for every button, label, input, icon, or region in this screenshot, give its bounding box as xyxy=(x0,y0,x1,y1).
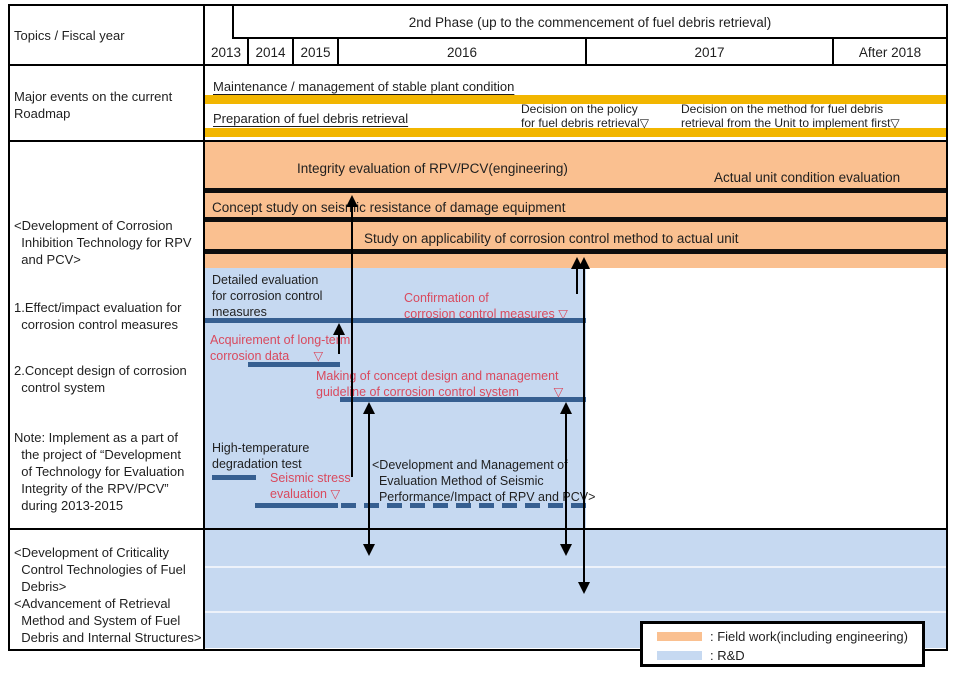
detailed-evaluation-bar xyxy=(205,318,586,323)
arrowhead-up-icon xyxy=(560,402,572,414)
year-2017: 2017 xyxy=(694,45,725,60)
preparation-label: Preparation of fuel debris retrieval xyxy=(213,111,409,126)
corrosion-note: Note: Implement as a part of the project… xyxy=(14,430,185,513)
year-2014: 2014 xyxy=(255,45,286,60)
corrosion-section-title: <Development of Corrosion Inhibition Tec… xyxy=(14,218,192,267)
arrow-double-criticality-left xyxy=(363,402,375,556)
concept-study-label: Concept study on seismic resistance of d… xyxy=(212,200,566,215)
applicability-label: Study on applicability of corrosion cont… xyxy=(364,231,739,246)
preparation-bar xyxy=(205,128,947,137)
grid-phase-bottom xyxy=(232,37,948,39)
seismic-dev-mgmt-label: <Development and Management of Evaluatio… xyxy=(372,458,596,504)
band-separator xyxy=(205,566,946,568)
band-separator xyxy=(205,611,946,613)
seismic-stress-milestone: Seismic stress evaluation ▽ xyxy=(270,471,351,501)
corrosion-item-1: 1.Effect/impact evaluation for corrosion… xyxy=(14,300,182,332)
legend-box: : Field work(including engineering) : R&… xyxy=(640,621,925,667)
acquirement-milestone: Acquirement of long-term corrosion data … xyxy=(210,333,351,363)
grid-row-divider-bottom xyxy=(8,528,948,530)
high-temp-test-label: High-temperature degradation test xyxy=(212,441,310,471)
field-work-swatch xyxy=(657,632,702,641)
decision-method-milestone: Decision on the method for fuel debris r… xyxy=(681,102,900,130)
integrity-evaluation-bar xyxy=(205,188,947,193)
concept-design-bar xyxy=(340,397,586,402)
grid-header-bottom xyxy=(8,64,948,66)
arrow-line xyxy=(368,411,370,547)
phase-header: 2nd Phase (up to the commencement of fue… xyxy=(408,15,772,30)
legend-field-work-label: : Field work(including engineering) xyxy=(710,629,908,644)
applicability-study-bar xyxy=(205,249,947,254)
arrow-line xyxy=(351,204,353,477)
grid-year-divider xyxy=(832,38,834,65)
grid-year-divider xyxy=(292,38,294,65)
grid-year-divider xyxy=(337,38,339,65)
arrow-line xyxy=(576,266,578,294)
year-2013: 2013 xyxy=(210,45,242,60)
arrow-double-criticality-right xyxy=(560,402,572,556)
decision-policy-milestone: Decision on the policy for fuel debris r… xyxy=(521,102,649,130)
topics-fiscal-year-label: Topics / Fiscal year xyxy=(14,28,125,43)
legend-item-field-work: : Field work(including engineering) xyxy=(657,629,908,644)
grid-year-divider xyxy=(247,38,249,65)
year-2016: 2016 xyxy=(446,45,478,60)
field-work-band xyxy=(205,142,947,268)
seismic-evaluation-bar-dashed xyxy=(341,503,586,508)
corrosion-item-2: 2.Concept design of corrosion control sy… xyxy=(14,363,187,395)
arrow-line xyxy=(583,266,585,585)
seismic-evaluation-bar-solid xyxy=(255,503,338,508)
high-temp-test-bar xyxy=(212,475,256,480)
legend-rnd-label: : R&D xyxy=(710,648,745,663)
criticality-section-title: <Development of Criticality Control Tech… xyxy=(14,545,202,645)
arrow-seismic-to-concept-study xyxy=(346,195,358,477)
legend-item-rnd: : R&D xyxy=(657,648,745,663)
arrowhead-down-icon xyxy=(363,544,375,556)
arrowhead-down-icon xyxy=(578,582,590,594)
arrow-double-applicability-retrieval xyxy=(578,257,590,594)
concept-design-milestone: Making of concept design and management … xyxy=(316,369,564,399)
grid-year-divider xyxy=(585,38,587,65)
year-after-2018: After 2018 xyxy=(858,45,922,60)
maintenance-label: Maintenance / management of stable plant… xyxy=(213,79,515,94)
detailed-evaluation-label: Detailed evaluation for corrosion contro… xyxy=(212,273,323,319)
rnd-swatch xyxy=(657,651,702,660)
arrowhead-up-icon xyxy=(363,402,375,414)
actual-unit-label: Actual unit condition evaluation xyxy=(714,170,901,185)
major-events-label: Major events on the current Roadmap xyxy=(14,89,173,121)
arrowhead-down-icon xyxy=(560,544,572,556)
table-border xyxy=(8,4,948,651)
grid-phase-left-edge xyxy=(232,4,234,39)
arrow-acquirement-to-detailed xyxy=(333,323,345,354)
arrowhead-up-icon xyxy=(346,195,358,207)
arrowhead-up-icon xyxy=(578,257,590,269)
year-2015: 2015 xyxy=(300,45,331,60)
confirmation-milestone: Confirmation of corrosion control measur… xyxy=(404,291,568,321)
arrow-line xyxy=(565,411,567,547)
arrowhead-up-icon xyxy=(333,323,345,335)
acquirement-bar xyxy=(248,362,340,367)
grid-row-divider-major-events xyxy=(8,140,948,142)
maintenance-bar xyxy=(205,95,947,104)
arrow-line xyxy=(338,332,340,354)
concept-study-bar xyxy=(205,217,947,222)
grid-column-divider xyxy=(203,4,205,651)
integrity-evaluation-label: Integrity evaluation of RPV/PCV(engineer… xyxy=(297,161,568,176)
